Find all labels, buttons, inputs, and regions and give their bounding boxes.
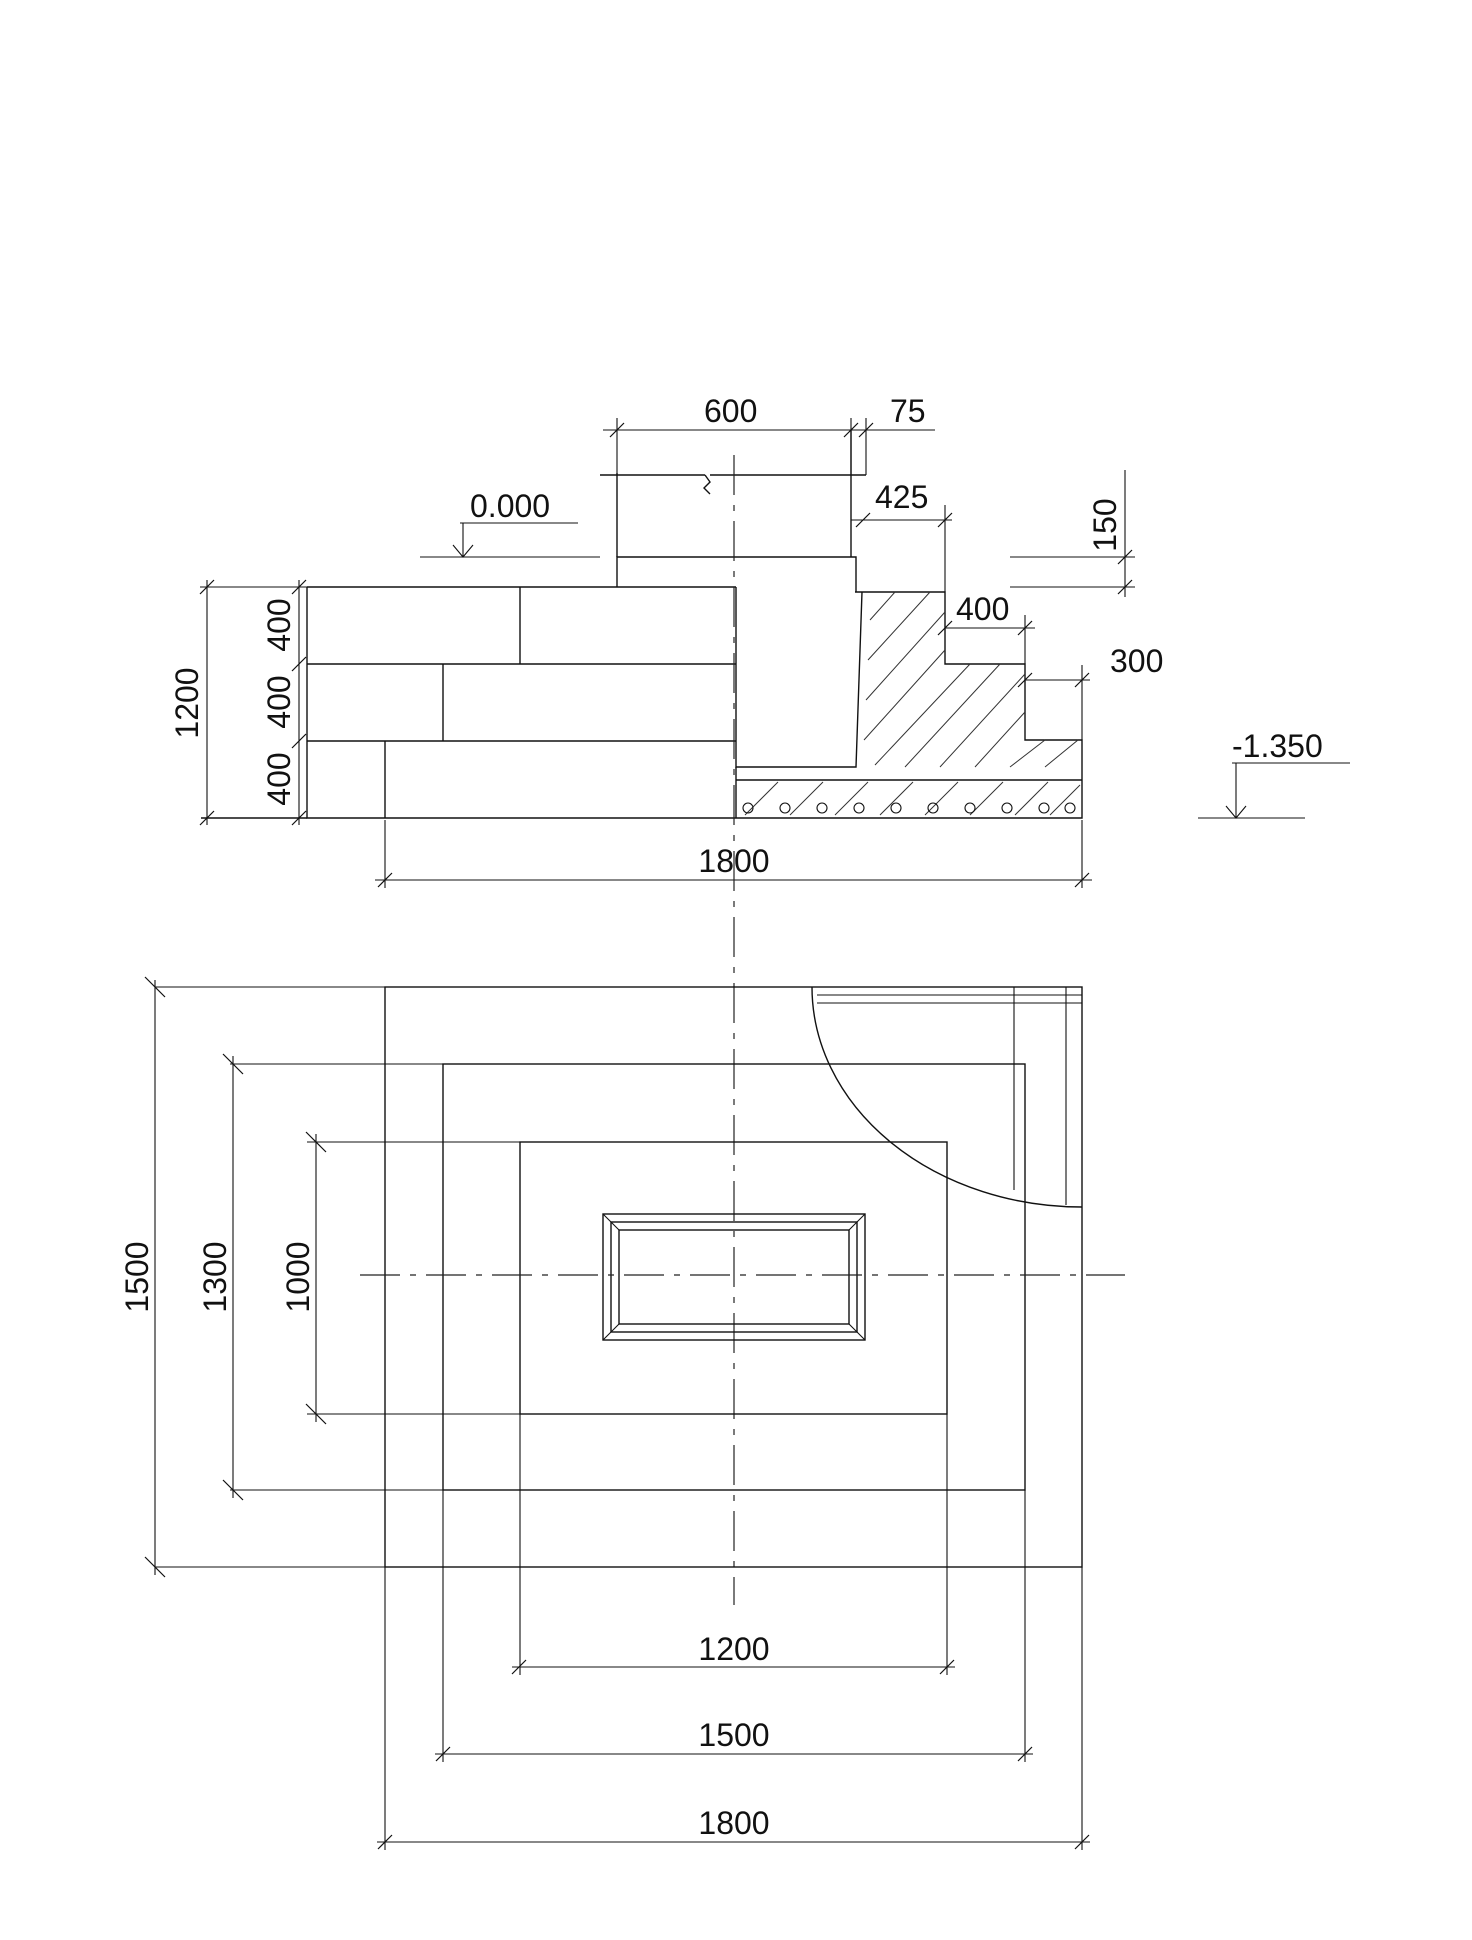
plan-dim-outer-width: 1800: [698, 1805, 769, 1841]
elevation-top-marker: [420, 522, 600, 558]
dim-step-top: 425: [875, 479, 928, 515]
column-socket: [600, 430, 1082, 818]
dim-step3: 300: [1110, 643, 1163, 679]
plan-dim-middle-width: 1500: [698, 1717, 769, 1753]
column-socket-plan: [602, 1213, 866, 1341]
plan-dim-middle-height: 1300: [197, 1241, 233, 1312]
elevation-top-label: 0.000: [470, 488, 550, 524]
dim-steps: [937, 615, 1090, 740]
elevation-bottom-label: -1.350: [1232, 728, 1323, 764]
plan-dim-bottom: [377, 1414, 1090, 1850]
concrete-hatch: [744, 591, 1081, 816]
section-tiers: [201, 586, 1083, 819]
dim-column-width: 600: [704, 393, 757, 429]
plan-view: 1500 1300 1000 1200 1500 1800: [119, 976, 1125, 1850]
dim-top: [603, 418, 1135, 597]
dim-tier-top: 400: [261, 598, 297, 651]
plan-dim-left: [144, 976, 520, 1578]
dim-tier-bottom: 400: [261, 752, 297, 805]
corner-section-arc: [811, 986, 1083, 1208]
plan-outer-rect: [384, 986, 1083, 1568]
dim-left: [199, 579, 307, 826]
dim-total-height: 1200: [169, 667, 205, 738]
dim-tier-mid: 400: [261, 675, 297, 728]
rebar-row: [742, 802, 1076, 814]
section-view: 0.000 -1.350 600 75: [169, 393, 1350, 888]
plan-inner-rect: [519, 1141, 948, 1415]
plan-middle-rect: [442, 1063, 1026, 1491]
elevation-bottom-marker: [1198, 762, 1350, 819]
dim-step2: 400: [956, 591, 1009, 627]
plan-dim-inner-height: 1000: [280, 1241, 316, 1312]
dim-step-height: 150: [1087, 498, 1123, 551]
plan-dim-outer-height: 1500: [119, 1241, 155, 1312]
plan-dim-inner-width: 1200: [698, 1631, 769, 1667]
dim-offset: 75: [890, 393, 926, 429]
